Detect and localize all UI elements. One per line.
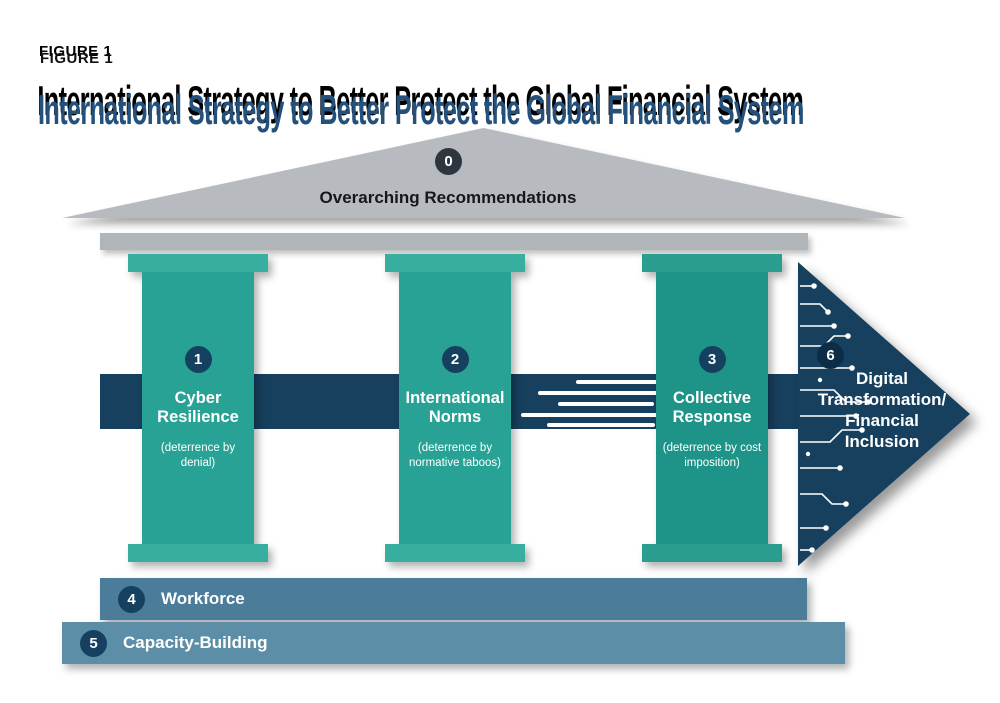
speed-line: [521, 413, 661, 417]
pillar-shaft: [399, 272, 511, 544]
arrow-label-line: Transformation/: [817, 390, 947, 410]
pillar-capital: [385, 254, 525, 272]
pillar-content: 3 Collective Response (deterrence by cos…: [650, 272, 774, 544]
architrave-bar: [100, 233, 808, 250]
pillar-base: [642, 544, 782, 562]
speed-line: [547, 423, 655, 427]
pediment-label: Overarching Recommendations: [319, 188, 577, 207]
arrow-number-badge: 6: [817, 342, 844, 369]
temple-pediment: 0 Overarching Recommendations: [62, 128, 905, 218]
pillar-content: 1 Cyber Resilience (deterrence by denial…: [136, 272, 260, 544]
figure-label: FIGURE 1: [40, 50, 114, 67]
circuit-arrow: [798, 262, 970, 566]
step-capacity-building: 5 Capacity-Building: [62, 622, 845, 664]
pillar-base: [385, 544, 525, 562]
circuit-traces: [800, 285, 868, 551]
arrow-label-line: Inclusion: [844, 432, 920, 452]
step-number-badge: 5: [80, 629, 107, 657]
pillar-content: 2 International Norms (deterrence by nor…: [393, 272, 517, 544]
pillar-shaft: [142, 272, 254, 544]
pillar-collective-response: 3 Collective Response (deterrence by cos…: [642, 254, 782, 562]
speed-line: [538, 391, 662, 395]
pillar-capital: [642, 254, 782, 272]
circuit-nodes: [805, 283, 871, 553]
arrow-label-line: Financial: [845, 411, 919, 431]
page-title: International Strategy to Better Protect…: [38, 86, 804, 133]
step-workforce: 4 Workforce: [100, 578, 807, 620]
pillar-number-badge: 1: [184, 346, 212, 373]
step-label: Capacity-Building: [123, 633, 268, 652]
step-label: Workforce: [161, 589, 245, 608]
arrow-label-line: Digital: [856, 369, 908, 388]
pillar-base: [128, 544, 268, 562]
speed-line: [558, 402, 654, 406]
pillar-subtitle: (deterrence by denial): [160, 441, 236, 469]
pillar-title: Collective Response: [672, 389, 752, 427]
pillar-number-badge: 2: [441, 346, 469, 373]
pillar-international-norms: 2 International Norms (deterrence by nor…: [385, 254, 525, 562]
pillar-number-badge: 3: [698, 346, 726, 373]
pillar-capital: [128, 254, 268, 272]
step-number-badge: 4: [118, 585, 145, 613]
pediment-triangle: 0 Overarching Recommendations: [62, 128, 905, 218]
pillar-subtitle: (deterrence by normative taboos): [408, 441, 502, 469]
arrow-shape: [798, 262, 970, 566]
pillar-shaft: [656, 272, 768, 544]
speed-line: [576, 380, 662, 384]
arrow-label: Digital Transformation/ Financial Inclus…: [802, 368, 962, 452]
pillar-subtitle: (deterrence by cost imposition): [662, 441, 762, 469]
pillar-title: Cyber Resilience: [157, 389, 239, 427]
pillar-title: International Norms: [405, 389, 505, 427]
pediment-number-badge: 0: [435, 148, 462, 175]
pillar-cyber-resilience: 1 Cyber Resilience (deterrence by denial…: [128, 254, 268, 562]
